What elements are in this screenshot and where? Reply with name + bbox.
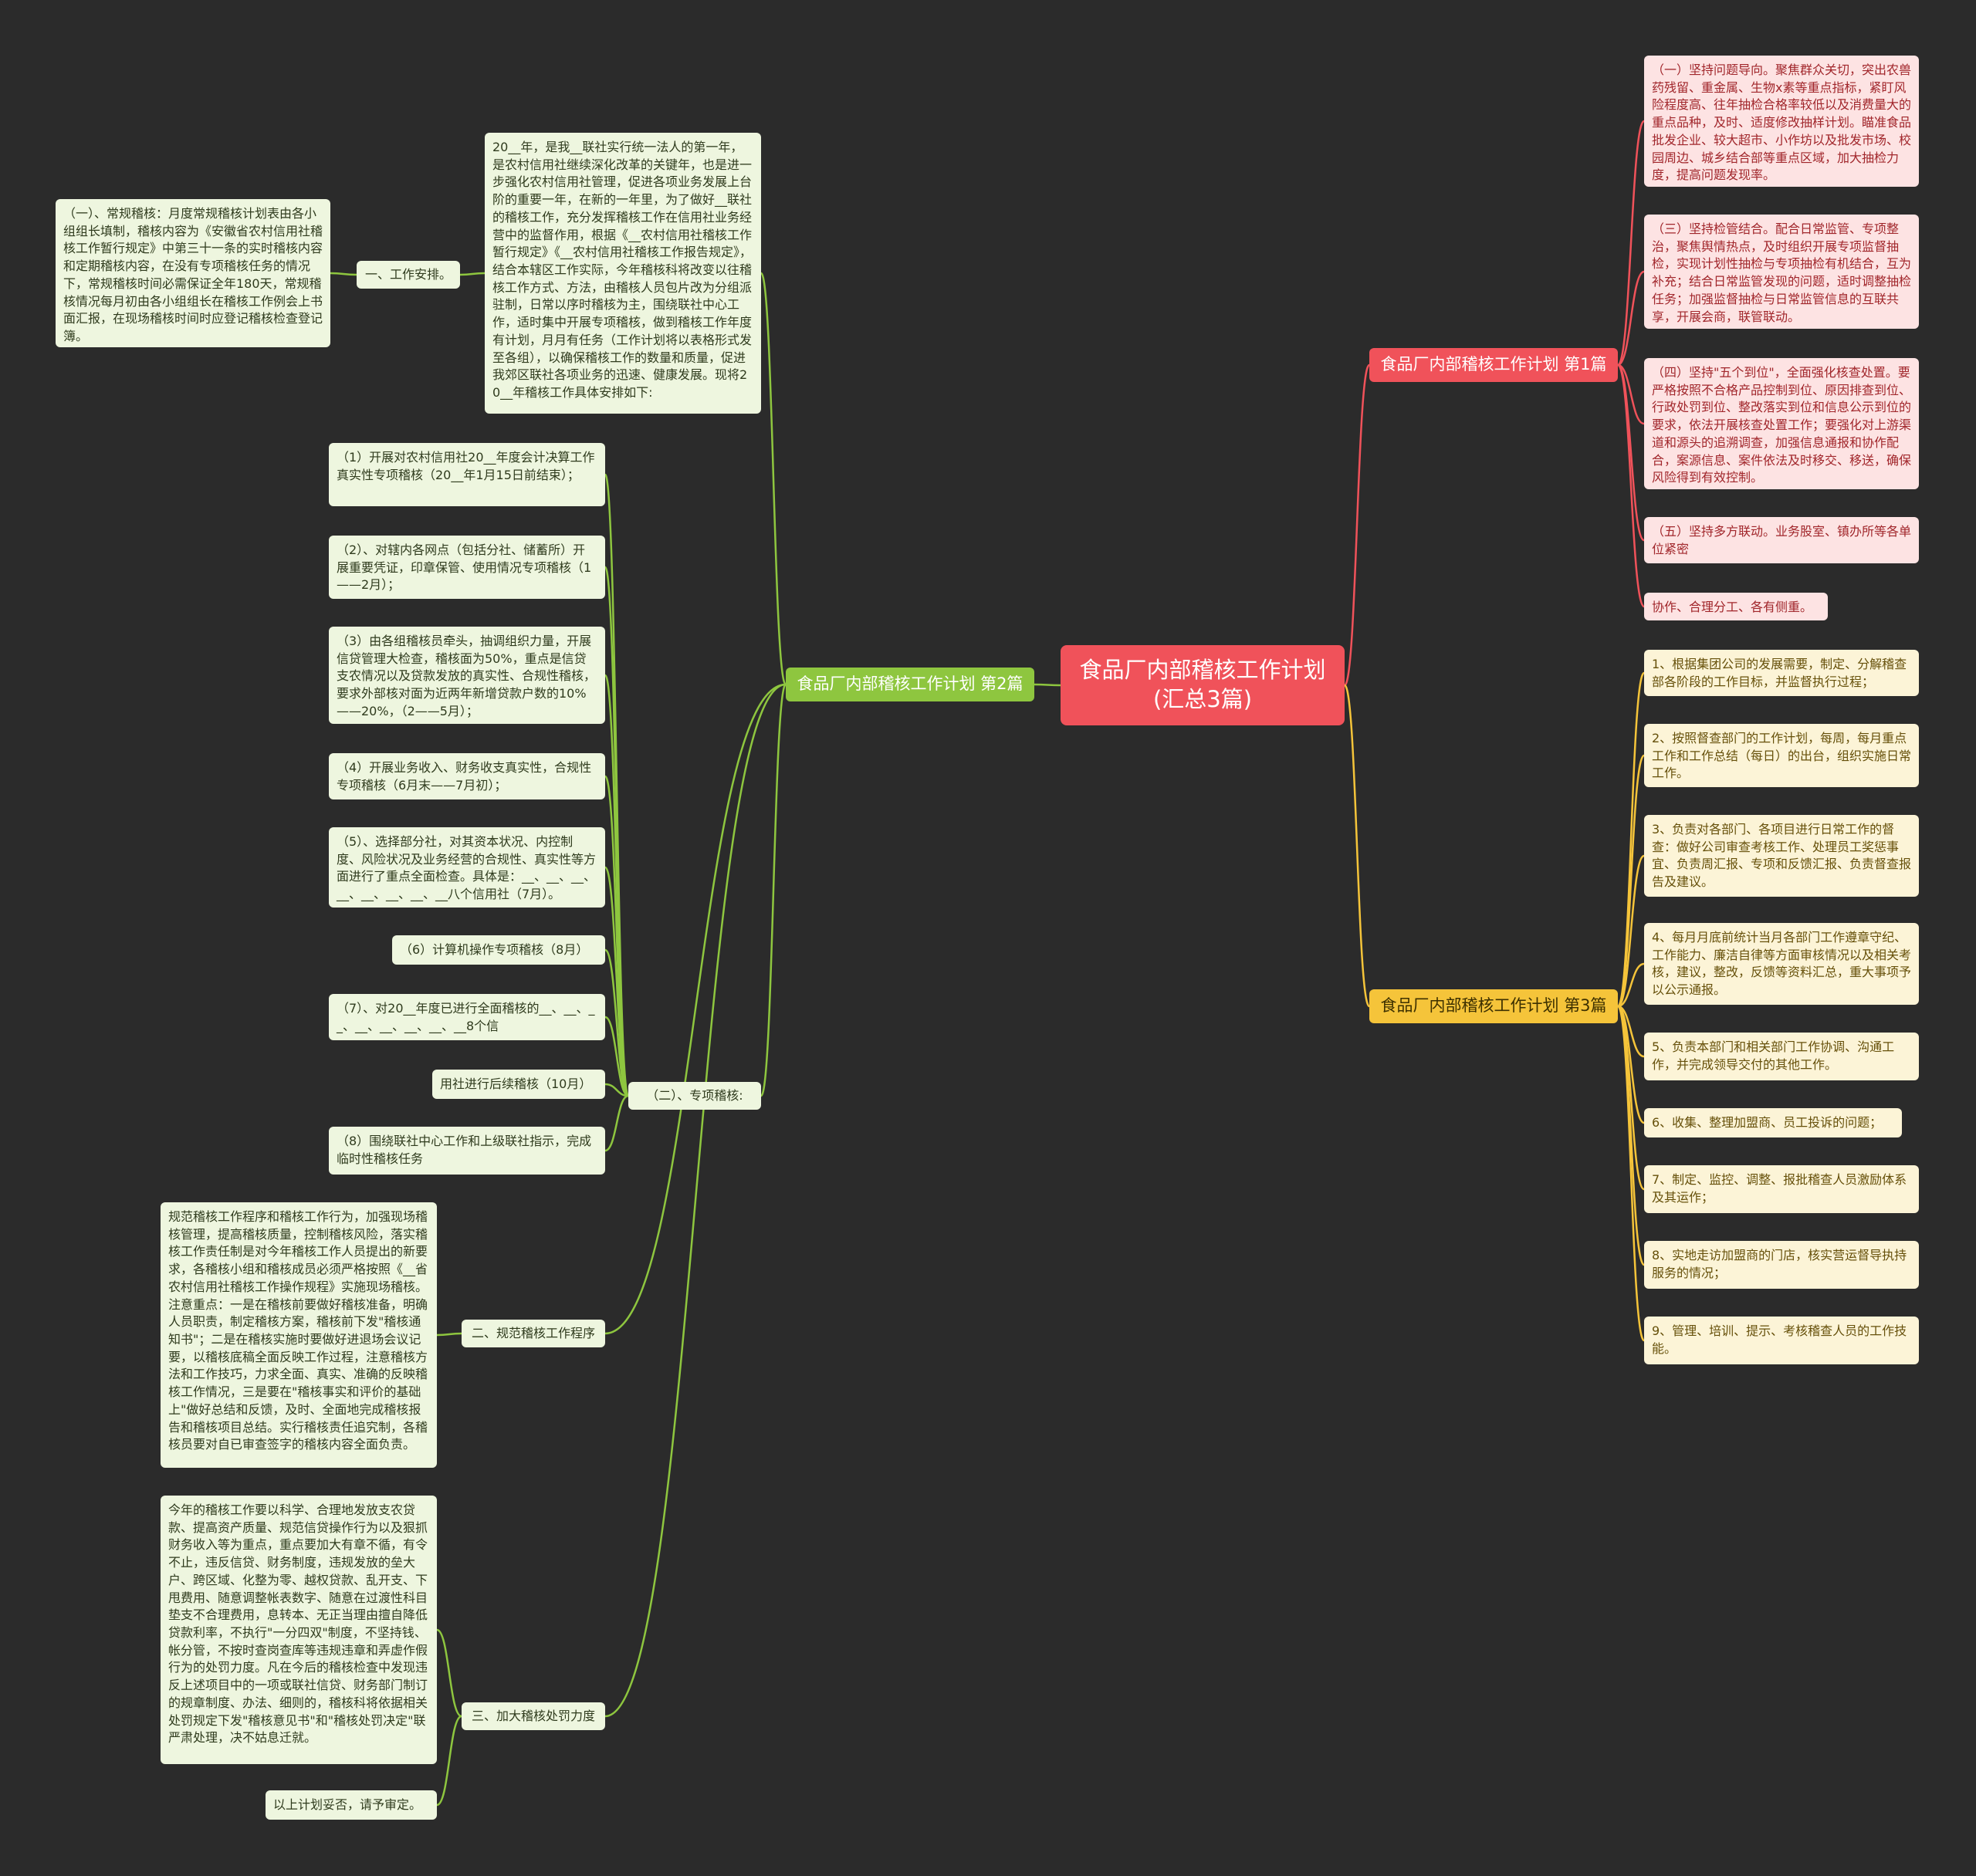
procedure-note[interactable]: 规范稽核工作程序和稽核工作行为，加强现场稽核管理，提高稽核质量，控制稽核风险，落… xyxy=(161,1202,437,1468)
part3-item-1[interactable]: 1、根据集团公司的发展需要，制定、分解稽查部各阶段的工作目标，并监督执行过程； xyxy=(1644,650,1919,696)
link-special-item xyxy=(604,1016,629,1097)
part2-intro[interactable]: 20__年，是我__联社实行统一法人的第一年，是农村信用社继续深化改革的关键年，… xyxy=(485,133,761,414)
link-procedure-note xyxy=(436,1332,462,1337)
part3-item-2[interactable]: 2、按照督查部门的工作计划，每周，每月重点工作和工作总结（每日）的出台，组织实施… xyxy=(1644,724,1919,787)
closing-note[interactable]: 以上计划妥否，请予审定。 xyxy=(266,1790,437,1820)
link-part2-child xyxy=(760,683,787,1097)
link-part1-item xyxy=(1616,120,1646,367)
link-part3-item xyxy=(1617,854,1645,1008)
part2-standardize-procedure[interactable]: 二、规范稽核工作程序 xyxy=(462,1320,605,1347)
branch-part-3[interactable]: 食品厂内部稽核工作计划 第3篇 xyxy=(1369,989,1618,1023)
link-part1-item xyxy=(1616,363,1646,608)
link-part1-item xyxy=(1617,270,1645,367)
part3-item-8[interactable]: 8、实地走访加盟商的门店，核实营运督导执持服务的情况； xyxy=(1644,1241,1919,1289)
part1-item-1[interactable]: （一）坚持问题导向。聚焦群众关切，突出农兽药残留、重金属、生物x素等重点指标，紧… xyxy=(1644,56,1919,187)
link-part2-child xyxy=(604,683,787,1718)
root-topic[interactable]: 食品厂内部稽核工作计划(汇总3篇) xyxy=(1061,645,1345,725)
link-part3-item xyxy=(1616,1005,1646,1266)
special-audit-item-5[interactable]: （5）、选择部分社，对其资本状况、内控制度、风险状况及业务经营的合规性、真实性等… xyxy=(329,827,605,908)
special-audit-item-8[interactable]: 用社进行后续稽核（10月） xyxy=(432,1070,605,1099)
link-part2-child xyxy=(604,683,787,1335)
link-special-item xyxy=(604,866,630,1097)
branch-part-3-label: 食品厂内部稽核工作计划 第3篇 xyxy=(1380,996,1607,1016)
part1-item-5[interactable]: 协作、合理分工、各有侧重。 xyxy=(1644,593,1828,620)
link-part3-item xyxy=(1617,962,1645,1008)
part2-increase-penalty[interactable]: 三、加大稽核处罚力度 xyxy=(462,1702,605,1730)
part3-item-7[interactable]: 7、制定、监控、调整、报批稽查人员激励体系及其运作； xyxy=(1644,1165,1919,1213)
special-audit-item-3[interactable]: （3）由各组稽核员牵头，抽调组织力量，开展信贷管理大检查，稽核面为50%，重点是… xyxy=(329,627,605,724)
link-penalty-note xyxy=(436,1628,462,1718)
part1-item-2[interactable]: （三）坚持检管结合。配合日常监管、专项整治，聚焦舆情热点，及时组织开展专项监督抽… xyxy=(1644,215,1919,329)
part2-special-audit[interactable]: （二）、专项稽核: xyxy=(628,1082,761,1110)
branch-part-1-label: 食品厂内部稽核工作计划 第1篇 xyxy=(1380,355,1607,374)
link-part3-item xyxy=(1617,1005,1645,1058)
link-special-item xyxy=(604,948,630,1097)
link-part3-item xyxy=(1616,671,1646,1008)
part3-item-6[interactable]: 6、收集、整理加盟商、员工投诉的问题； xyxy=(1644,1108,1902,1137)
link-root-part1 xyxy=(1343,363,1371,687)
link-part1-item xyxy=(1617,363,1645,425)
special-audit-item-6[interactable]: （6）计算机操作专项稽核（8月） xyxy=(392,935,605,965)
part3-item-3[interactable]: 3、负责对各部门、各项目进行日常工作的督查：做好公司审查考核工作、处理员工奖惩事… xyxy=(1644,815,1919,897)
link-special-item xyxy=(604,1094,629,1152)
part2-routine-audit[interactable]: （一）、常规稽核：月度常规稽核计划表由各小组组长填制，稽核内容为《安徽省农村信用… xyxy=(56,199,330,347)
link-intro-arrangement xyxy=(459,272,486,276)
link-root-part2 xyxy=(1034,683,1061,687)
link-special-item xyxy=(604,1083,629,1097)
special-audit-item-9[interactable]: （8）围绕联社中心工作和上级联社指示，完成临时性稽核任务 xyxy=(329,1127,605,1175)
link-part2-child xyxy=(760,272,787,686)
link-root-part3 xyxy=(1343,684,1371,1008)
branch-part-2-label: 食品厂内部稽核工作计划 第2篇 xyxy=(797,674,1024,694)
root-topic-label: 食品厂内部稽核工作计划(汇总3篇) xyxy=(1079,657,1326,712)
branch-part-1[interactable]: 食品厂内部稽核工作计划 第1篇 xyxy=(1369,348,1618,382)
part3-item-9[interactable]: 9、管理、培训、提示、考核稽查人员的工作技能。 xyxy=(1644,1317,1919,1364)
part3-item-5[interactable]: 5、负责本部门和相关部门工作协调、沟通工作，并完成领导交付的其他工作。 xyxy=(1644,1033,1919,1080)
part2-work-arrangement[interactable]: 一、工作安排。 xyxy=(357,261,460,289)
branch-part-2[interactable]: 食品厂内部稽核工作计划 第2篇 xyxy=(786,668,1034,701)
link-part3-item xyxy=(1616,754,1646,1008)
link-part3-item xyxy=(1616,1005,1646,1342)
special-audit-item-4[interactable]: （4）开展业务收入、财务收支真实性，合规性专项稽核（6月末——7月初）； xyxy=(329,753,605,799)
special-audit-item-1[interactable]: （1）开展对农村信用社20__年度会计决算工作真实性专项稽核（20__年1月15… xyxy=(329,443,605,506)
link-penalty-closing xyxy=(436,1715,462,1807)
special-audit-item-2[interactable]: （2）、对辖内各网点（包括分社、储蓄所）开展重要凭证，印章保管、使用情况专项稽核… xyxy=(329,536,605,599)
part1-item-3[interactable]: （四）坚持"五个到位"，全面强化核查处置。要严格按照不合格产品控制到位、原因排查… xyxy=(1644,358,1919,489)
penalty-note[interactable]: 今年的稽核工作要以科学、合理地发放支农贷款、提高资产质量、规范信贷操作行为以及狠… xyxy=(161,1496,437,1764)
link-arrangement-routine xyxy=(330,272,357,276)
special-audit-item-7[interactable]: （7）、对20__年度已进行全面稽核的__、__、__、__、__、__、__、… xyxy=(329,994,605,1040)
part1-item-4[interactable]: （五）坚持多方联动。业务股室、镇办所等各单位紧密 xyxy=(1644,517,1919,563)
part3-item-4[interactable]: 4、每月月底前统计当月各部门工作遵章守纪、工作能力、廉洁自律等方面审核情况以及相… xyxy=(1644,923,1919,1005)
